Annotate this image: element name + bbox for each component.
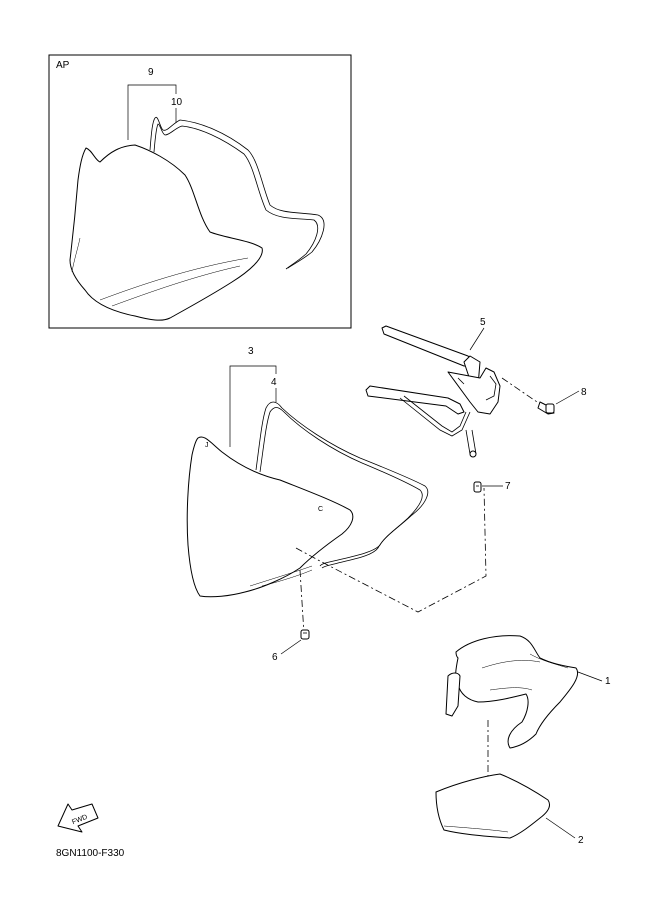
callout-2: 2 — [578, 835, 584, 846]
callout-10: 10 — [171, 97, 183, 108]
callout-4: 4 — [271, 377, 277, 388]
headlight-cowl — [455, 635, 578, 749]
leader-9 — [127, 84, 177, 140]
inset-seal-strip — [149, 116, 325, 270]
mark-c: C — [318, 506, 323, 513]
bolt-8 — [501, 377, 555, 415]
leader-6 — [280, 639, 302, 655]
mount-line-screen — [295, 487, 487, 613]
bracket-5 — [365, 325, 501, 458]
callout-9: 9 — [148, 67, 154, 78]
callout-7: 7 — [505, 481, 511, 492]
leader-3 — [229, 365, 277, 447]
screw-6 — [300, 629, 310, 640]
fwd-arrow: FWD — [57, 803, 99, 833]
leader-8 — [555, 390, 580, 405]
leader-2 — [545, 817, 576, 839]
callout-3: 3 — [248, 346, 254, 357]
callout-6: 6 — [272, 652, 278, 663]
callout-8: 8 — [581, 387, 587, 398]
windscreen — [186, 436, 354, 598]
callout-1: 1 — [605, 676, 611, 687]
inset-label: AP — [56, 60, 70, 71]
mark-j: J — [205, 442, 209, 449]
leader-1 — [577, 671, 603, 682]
callout-5: 5 — [480, 317, 486, 328]
panel-2 — [435, 773, 551, 839]
seal-strip — [255, 401, 429, 569]
diagram-code: 8GN1100-F330 — [56, 848, 125, 859]
mount-line-screw — [299, 569, 305, 635]
inset-ap: AP 9 10 — [48, 54, 352, 329]
nut-7 — [473, 481, 482, 493]
inset-windscreen — [69, 144, 263, 321]
leader-5 — [469, 327, 485, 351]
